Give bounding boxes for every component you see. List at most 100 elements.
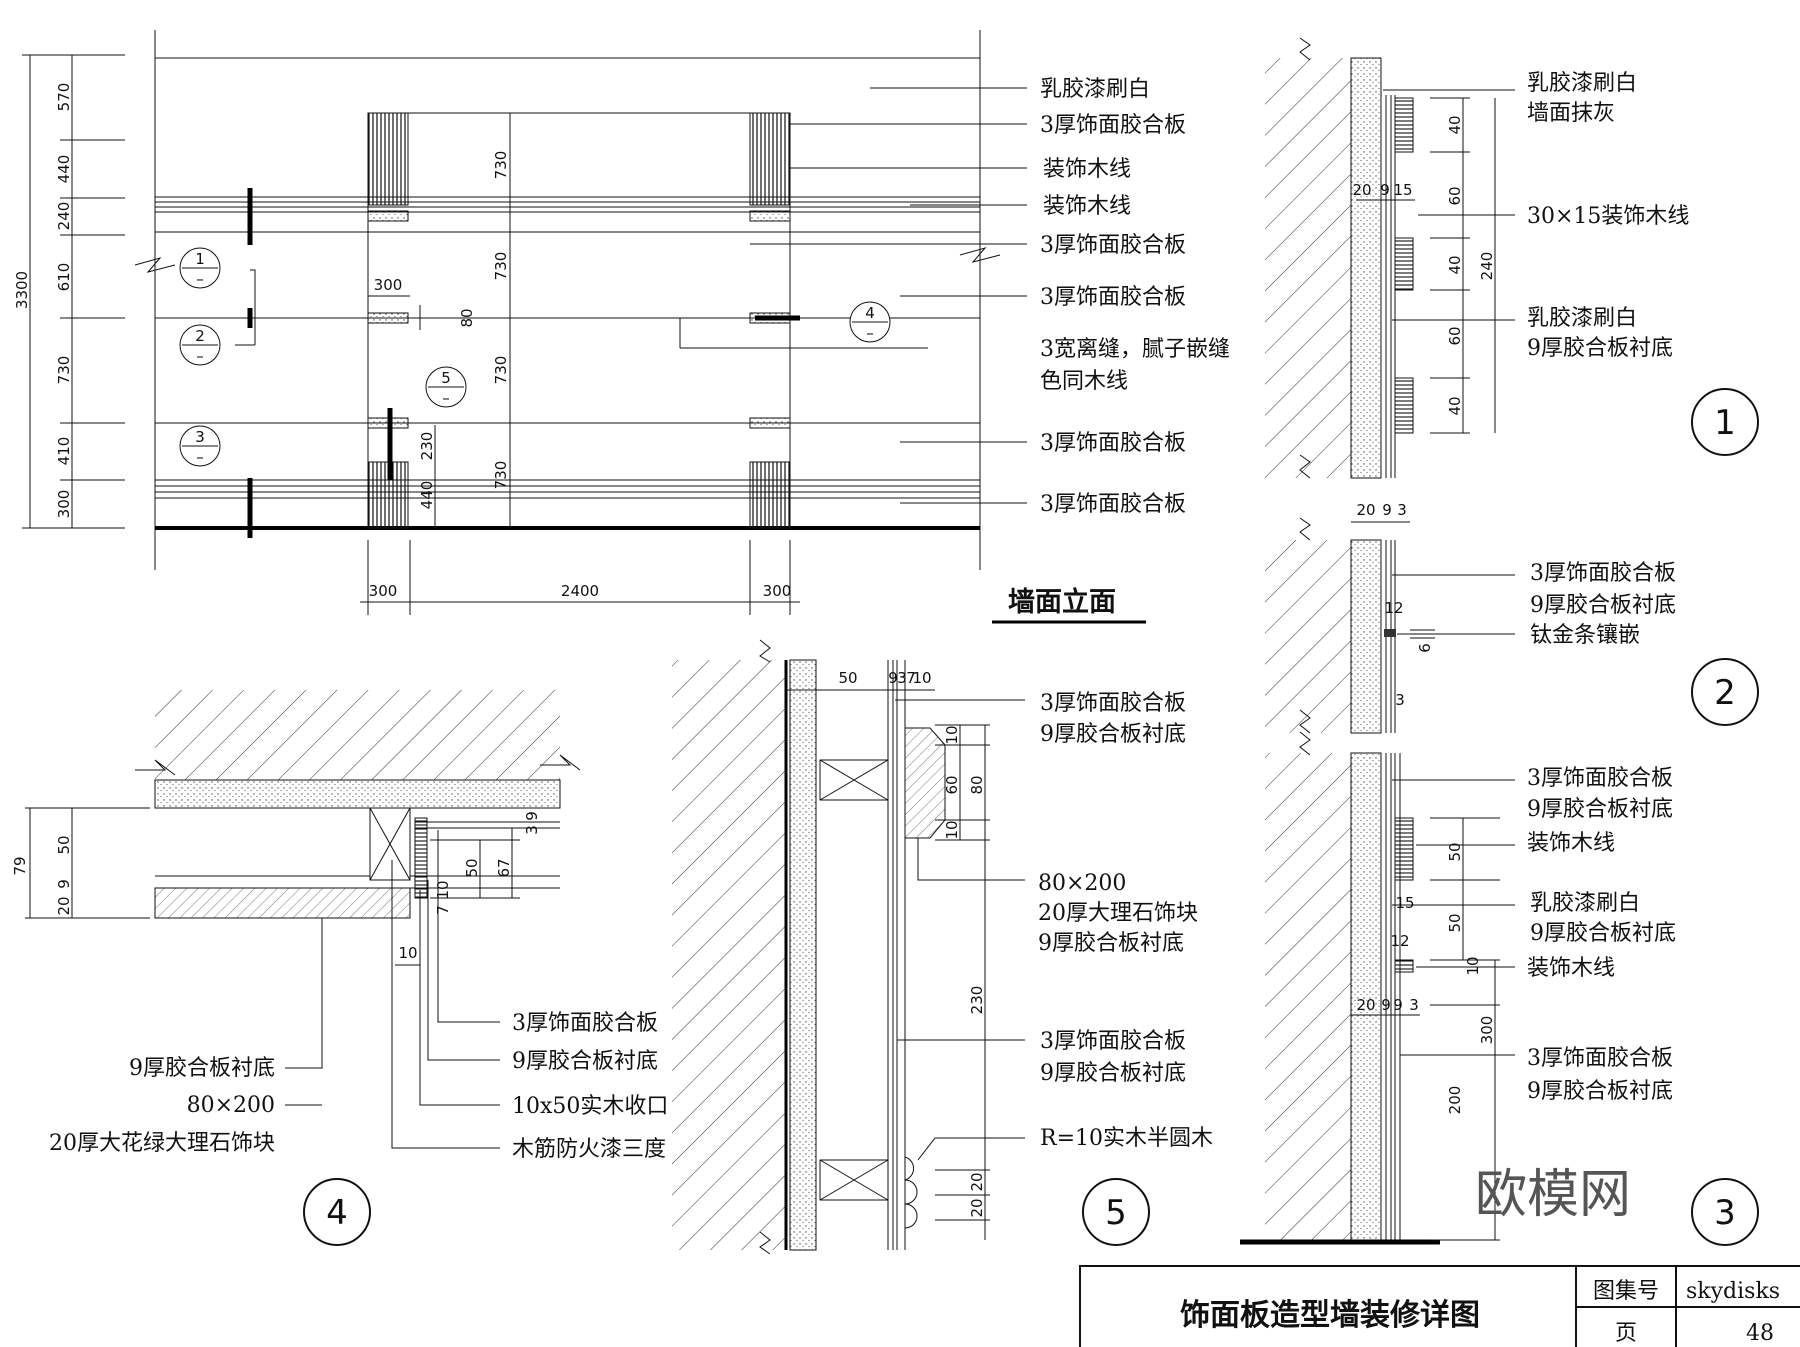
svg-text:60: 60	[1446, 186, 1464, 205]
svg-text:3厚饰面胶合板: 3厚饰面胶合板	[512, 1011, 658, 1036]
svg-text:50: 50	[463, 858, 481, 877]
svg-text:4: 4	[326, 1193, 348, 1233]
svg-text:410: 410	[55, 437, 73, 466]
svg-text:80×200: 80×200	[187, 1093, 275, 1118]
svg-text:1: 1	[1714, 403, 1736, 443]
svg-text:2: 2	[195, 327, 205, 345]
svg-text:240: 240	[55, 202, 73, 231]
elevation-band-lines	[155, 196, 980, 499]
svg-text:乳胶漆刷白: 乳胶漆刷白	[1040, 77, 1150, 102]
marker-3[interactable]: 3 –	[179, 425, 221, 467]
marker-2[interactable]: 2 –	[179, 324, 221, 366]
svg-text:3厚饰面胶合板: 3厚饰面胶合板	[1040, 285, 1186, 310]
svg-text:50: 50	[838, 669, 857, 687]
elevation-bottom-dimensions: 300 2400 300	[360, 540, 800, 615]
svg-text:67: 67	[495, 858, 513, 877]
svg-text:9厚胶合板衬底: 9厚胶合板衬底	[1530, 593, 1676, 618]
marker-5[interactable]: 5 –	[425, 366, 467, 408]
svg-text:3厚饰面胶合板: 3厚饰面胶合板	[1040, 233, 1186, 258]
svg-text:1: 1	[195, 250, 205, 268]
svg-text:610: 610	[55, 263, 73, 292]
detail-4: 79 50 20 9 50 67 3 9 10 7 10 3厚饰面胶合板 9厚胶…	[11, 690, 668, 1246]
svg-text:300: 300	[763, 582, 792, 600]
svg-text:50: 50	[1446, 913, 1464, 932]
svg-text:60: 60	[1446, 326, 1464, 345]
svg-text:3厚饰面胶合板: 3厚饰面胶合板	[1040, 1029, 1186, 1054]
svg-text:9: 9	[1380, 181, 1390, 199]
svg-text:12: 12	[1390, 932, 1409, 950]
svg-text:20厚大理石饰块: 20厚大理石饰块	[1038, 901, 1198, 926]
svg-text:20: 20	[55, 896, 73, 915]
svg-text:15: 15	[1393, 181, 1412, 199]
svg-text:9厚胶合板衬底: 9厚胶合板衬底	[1527, 797, 1673, 822]
svg-text:80: 80	[458, 308, 476, 327]
svg-text:skydisks: skydisks	[1686, 1279, 1780, 1304]
wall-elevation	[134, 30, 1001, 570]
svg-text:–: –	[196, 448, 204, 466]
svg-text:3: 3	[1395, 691, 1405, 709]
svg-text:230: 230	[968, 986, 986, 1015]
svg-text:3: 3	[1409, 996, 1419, 1014]
svg-text:50: 50	[1446, 842, 1464, 861]
detail-3: 50 15 50 12 10 20 9 9 3 300 200 3厚饰面胶合板 …	[1240, 731, 1759, 1246]
marker-4[interactable]: 4 –	[849, 301, 891, 343]
svg-text:440: 440	[55, 155, 73, 184]
svg-text:9厚胶合板衬底: 9厚胶合板衬底	[1040, 1061, 1186, 1086]
svg-text:300: 300	[1478, 1016, 1496, 1045]
svg-text:木筋防火漆三度: 木筋防火漆三度	[512, 1137, 666, 1162]
svg-text:墙面抹灰: 墙面抹灰	[1527, 101, 1615, 126]
svg-text:30×15装饰木线: 30×15装饰木线	[1527, 204, 1689, 229]
svg-text:–: –	[196, 270, 204, 288]
svg-text:色同木线: 色同木线	[1040, 369, 1128, 394]
svg-text:15: 15	[1395, 894, 1414, 912]
svg-text:乳胶漆刷白: 乳胶漆刷白	[1530, 891, 1640, 916]
svg-text:–: –	[196, 347, 204, 365]
svg-text:60: 60	[943, 775, 961, 794]
svg-text:10: 10	[943, 725, 961, 744]
elevation-labels: 乳胶漆刷白 3厚饰面胶合板 装饰木线 装饰木线 3厚饰面胶合板 3厚饰面胶合板 …	[750, 77, 1230, 517]
svg-text:9: 9	[55, 879, 73, 889]
svg-text:200: 200	[1446, 1086, 1464, 1115]
svg-text:R=10实木半圆木: R=10实木半圆木	[1040, 1126, 1213, 1151]
svg-text:20: 20	[968, 1172, 986, 1191]
svg-text:730: 730	[492, 252, 510, 281]
svg-text:20: 20	[1356, 501, 1375, 519]
detail-1: 20 9 15 40 60 40 60 40 240 乳胶漆刷白 墙面抹灰 30…	[1265, 37, 1759, 479]
svg-text:3: 3	[1397, 501, 1407, 519]
svg-text:730: 730	[492, 461, 510, 490]
svg-text:9厚胶合板衬底: 9厚胶合板衬底	[1040, 722, 1186, 747]
svg-text:9厚胶合板衬底: 9厚胶合板衬底	[1527, 336, 1673, 361]
svg-text:10: 10	[912, 669, 931, 687]
svg-text:3300: 3300	[13, 271, 31, 309]
marker-1[interactable]: 1 –	[179, 247, 221, 289]
drawing-title: 饰面板造型墙装修详图	[1180, 1298, 1480, 1333]
svg-text:300: 300	[55, 490, 73, 519]
svg-text:9厚胶合板衬底: 9厚胶合板衬底	[512, 1049, 658, 1074]
svg-text:9厚胶合板衬底: 9厚胶合板衬底	[1530, 921, 1676, 946]
svg-text:730: 730	[492, 356, 510, 385]
svg-text:9厚胶合板衬底: 9厚胶合板衬底	[1527, 1079, 1673, 1104]
svg-text:300: 300	[374, 276, 403, 294]
svg-text:5: 5	[441, 369, 451, 387]
svg-text:钛金条镶嵌: 钛金条镶嵌	[1530, 623, 1640, 648]
svg-text:40: 40	[1446, 396, 1464, 415]
detail-5: 50 9 3 7 10 10 60 80 10 230 20 20 3厚饰面胶合…	[672, 639, 1213, 1255]
svg-text:–: –	[866, 324, 874, 342]
svg-text:20厚大花绿大理石饰块: 20厚大花绿大理石饰块	[49, 1131, 275, 1156]
title-block: 饰面板造型墙装修详图 图集号 skydisks 页 48	[1079, 1265, 1800, 1347]
svg-text:装饰木线: 装饰木线	[1043, 157, 1131, 182]
svg-text:440: 440	[418, 481, 436, 510]
svg-text:9: 9	[1393, 996, 1403, 1014]
svg-text:230: 230	[418, 432, 436, 461]
svg-text:10: 10	[1464, 956, 1482, 975]
svg-text:装饰木线: 装饰木线	[1527, 831, 1615, 856]
elevation-left-dimensions: 570 440 240 610 730 410 300 3300	[13, 54, 125, 529]
svg-text:9: 9	[1382, 501, 1392, 519]
svg-text:80: 80	[968, 775, 986, 794]
svg-text:欧模网: 欧模网	[1475, 1165, 1631, 1225]
svg-text:3厚饰面胶合板: 3厚饰面胶合板	[1040, 113, 1186, 138]
elevation-inner-dimensions: 730 730 730 730 300 80 230 440	[368, 113, 511, 528]
svg-text:3厚饰面胶合板: 3厚饰面胶合板	[1530, 561, 1676, 586]
svg-text:570: 570	[55, 83, 73, 112]
svg-text:50: 50	[55, 835, 73, 854]
